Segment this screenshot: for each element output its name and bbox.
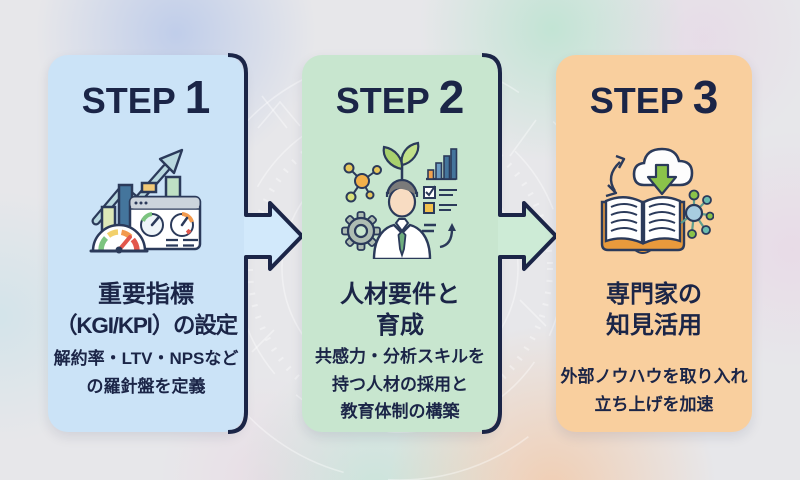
metrics-dashboard-icon	[89, 148, 202, 254]
step1-description: 解約率・LTV・NPSなど の羅針盤を定義	[53, 349, 239, 396]
step1-number: 1	[184, 71, 211, 123]
step1-title: 重要指標 （KGI/KPI）の設定	[55, 281, 238, 338]
step3-number: 3	[692, 71, 719, 123]
step2-description: 共感力・分析スキルを 持つ人材の採用と 教育体制の構築	[315, 347, 485, 421]
step2-title: 人材要件と 育成	[340, 281, 460, 339]
talent-growth-icon	[341, 141, 458, 259]
arrow-step1-to-step2	[227, 53, 304, 434]
step3-title: 専門家の 知見活用	[606, 281, 702, 339]
step2-number: 2	[438, 71, 465, 123]
step3-label: STEP	[589, 80, 684, 121]
knowledge-cloud-book-icon	[600, 147, 714, 254]
step2-label: STEP	[335, 80, 430, 121]
step3-description: 外部ノウハウを取り入れ 立ち上げを加速	[560, 367, 748, 414]
arrow-step2-to-step3	[481, 53, 558, 434]
step1-label: STEP	[81, 80, 176, 121]
